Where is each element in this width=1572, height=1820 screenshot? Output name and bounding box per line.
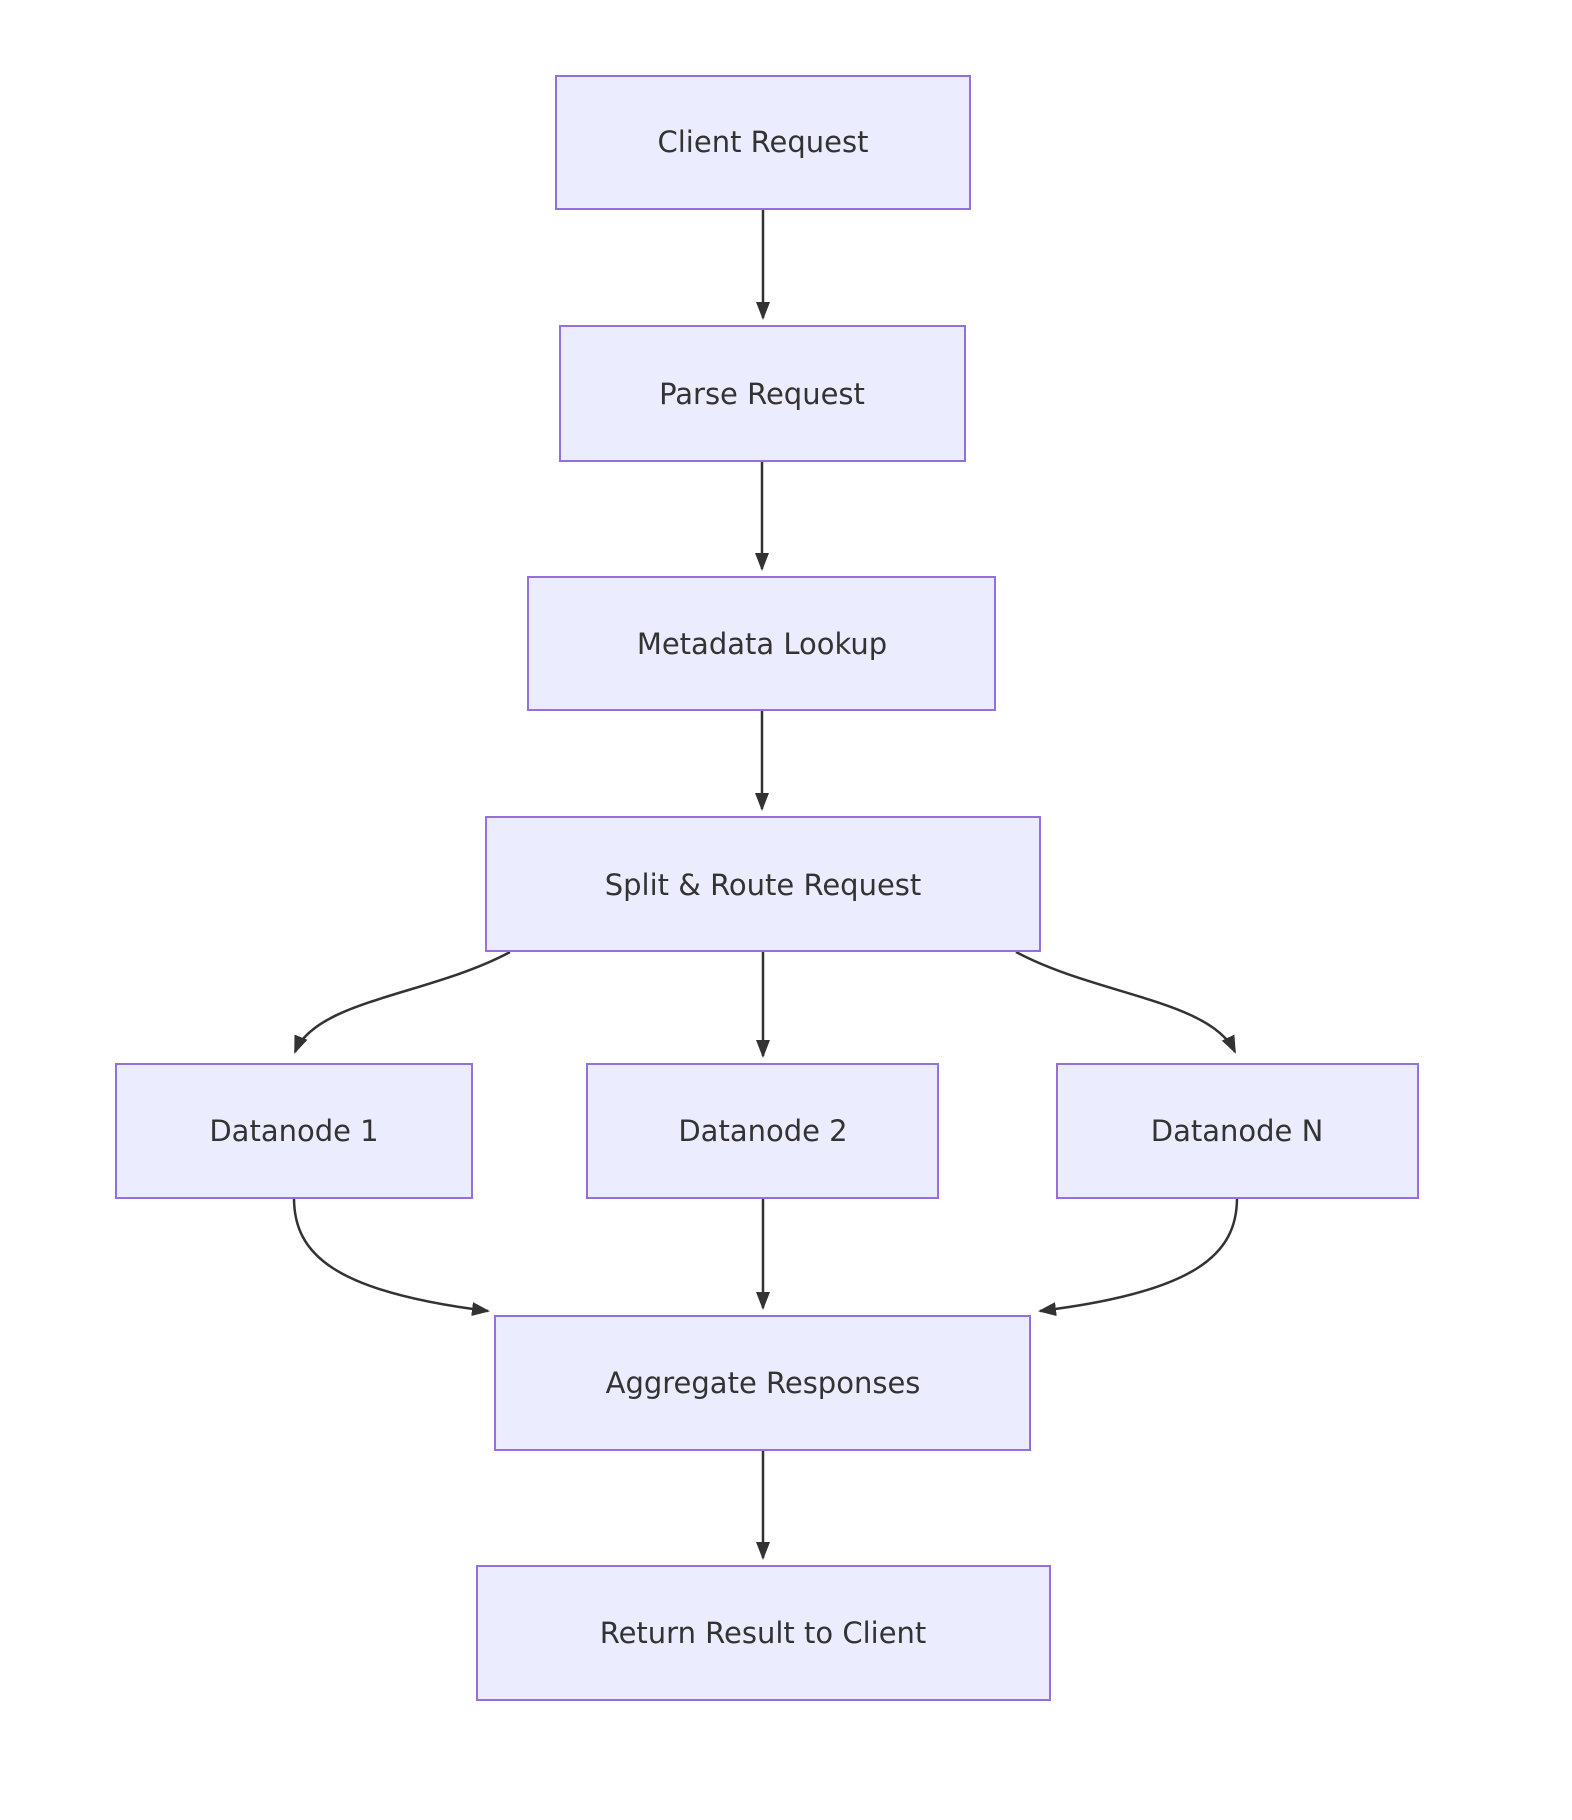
- node-label-client-request: Client Request: [658, 125, 869, 159]
- edge-datanode-1-to-aggregate: [292, 1197, 490, 1316]
- node-datanode-2: Datanode 2: [586, 1063, 939, 1199]
- node-label-parse-request: Parse Request: [659, 377, 865, 411]
- node-box-client-request: [555, 75, 971, 210]
- edge-datanode-n-to-aggregate: [1038, 1197, 1239, 1317]
- node-box-aggregate: [494, 1315, 1031, 1451]
- node-label-datanode-1: Datanode 1: [209, 1114, 378, 1148]
- node-label-metadata-lookup: Metadata Lookup: [637, 627, 887, 661]
- node-box-split-route: [485, 816, 1041, 952]
- edge-split-to-datanode-1: [293, 950, 511, 1054]
- node-box-metadata-lookup: [527, 576, 996, 711]
- node-label-split-route: Split & Route Request: [605, 868, 922, 902]
- node-split-route: Split & Route Request: [485, 816, 1041, 952]
- node-box-parse-request: [559, 325, 966, 462]
- node-datanode-1: Datanode 1: [115, 1063, 473, 1199]
- node-aggregate: Aggregate Responses: [494, 1315, 1031, 1451]
- node-metadata-lookup: Metadata Lookup: [527, 576, 996, 711]
- node-label-return-result: Return Result to Client: [600, 1616, 927, 1650]
- node-box-datanode-2: [586, 1063, 939, 1199]
- node-parse-request: Parse Request: [559, 325, 966, 462]
- edge-layer: [292, 209, 1239, 1560]
- node-label-datanode-n: Datanode N: [1151, 1114, 1324, 1148]
- node-box-datanode-n: [1056, 1063, 1419, 1199]
- node-box-return-result: [476, 1565, 1051, 1701]
- node-client-request: Client Request: [555, 75, 971, 210]
- node-box-datanode-1: [115, 1063, 473, 1199]
- node-return-result: Return Result to Client: [476, 1565, 1051, 1701]
- node-label-datanode-2: Datanode 2: [678, 1114, 847, 1148]
- edge-split-to-datanode-n: [1015, 950, 1237, 1054]
- node-label-aggregate: Aggregate Responses: [606, 1366, 921, 1400]
- node-datanode-n: Datanode N: [1056, 1063, 1419, 1199]
